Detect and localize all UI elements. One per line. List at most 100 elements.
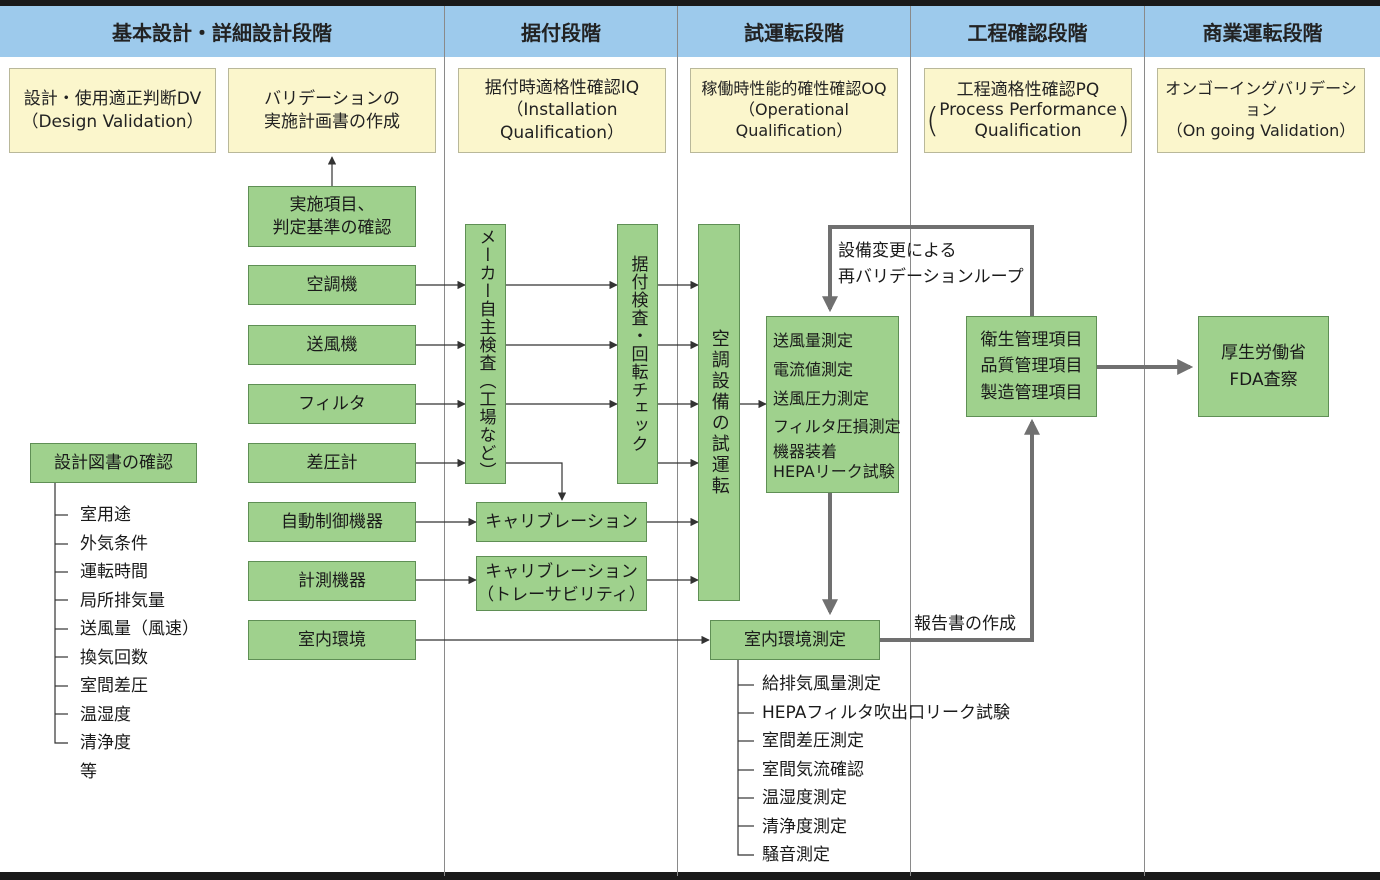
authority-line2: FDA査察 (1229, 369, 1298, 390)
drawing-tree-trunk (54, 483, 68, 744)
install-inspection-label: 据付検査・回転チェック (627, 255, 648, 453)
trial-run-label: 空調設備の試運転 (708, 328, 730, 497)
paren-right-glyph: ) (1116, 100, 1131, 141)
column-divider (1144, 6, 1145, 876)
phase-plan-line2: 実施計画書の作成 (264, 111, 400, 132)
equipment-filter-box: フィルタ (248, 384, 416, 424)
equipment-aircon-box: 空調機 (248, 265, 416, 305)
loop-label-line2: 再バリデーションループ (838, 267, 1024, 288)
paren-left-glyph: ( (925, 100, 940, 141)
list-item: 騒音測定 (762, 845, 830, 865)
measurement-item: HEPAリーク試験 (773, 462, 895, 482)
phase-pq-title: 工程適格性確認PQ (956, 79, 1100, 100)
calibration-traceability-line2: （トレーサビリティ） (477, 584, 646, 605)
list-item: 外気条件 (80, 533, 148, 554)
items-criteria-line1: 実施項目、 (289, 195, 375, 216)
measurement-item: 送風量測定 (773, 330, 854, 350)
phase-ongoing-title: オンゴーイングバリデーション (1165, 79, 1357, 120)
room-measurement-box: 室内環境測定 (710, 620, 880, 660)
measurement-item: 送風圧力測定 (773, 388, 870, 408)
install-inspection-box: 据付検査・回転チェック (617, 224, 658, 484)
maker-inspection-label: メーカー自主検査（工場など） (475, 228, 496, 480)
phase-box-ongoing: オンゴーイングバリデーション （On going Validation） (1157, 68, 1365, 153)
equipment-room-env-box: 室内環境 (248, 620, 416, 660)
calibration-traceability-line1: キャリブレーション (485, 562, 638, 583)
list-item: 室間気流確認 (762, 759, 864, 780)
phase-box-pq: 工程適格性確認PQ ( Process Performance Qualific… (924, 68, 1132, 153)
loop-label-line1: 設備変更による (838, 241, 957, 261)
header-process-check: 工程確認段階 (911, 6, 1144, 57)
equipment-control-box: 自動制御機器 (248, 502, 416, 542)
maker-inspection-box: メーカー自主検査（工場など） (465, 224, 506, 484)
list-item: 室間差圧測定 (762, 731, 864, 751)
list-item: 温湿度 (80, 704, 131, 725)
items-criteria-box: 実施項目、 判定基準の確認 (248, 186, 416, 247)
list-item: 運転時間 (80, 562, 148, 582)
list-item: 清浄度 (80, 733, 131, 753)
arrow-revalidation-loop (822, 225, 1034, 316)
column-divider (910, 6, 911, 876)
drawing-check-list: 室用途 外気条件 運転時間 局所排気量 送風量（風速） 換気回数 室間差圧 温湿… (80, 501, 199, 786)
measurement-item: フィルタ圧損測定 (773, 417, 901, 437)
bottom-border (0, 872, 1380, 880)
phase-iq-subtitle: （Installation Qualification） (499, 100, 625, 143)
equipment-instrument-box: 計測機器 (248, 561, 416, 601)
phase-iq-title: 据付時適格性確認IQ (484, 78, 640, 99)
phase-ongoing-subtitle: （On going Validation） (1166, 120, 1356, 140)
phase-box-iq: 据付時適格性確認IQ （Installation Qualification） (458, 68, 666, 153)
phase-pq-subtitle: Process Performance Qualification (939, 100, 1117, 141)
management-item: 品質管理項目 (980, 356, 1083, 377)
room-measurement-list: 給排気風量測定 HEPAフィルタ吹出口リーク試験 室間差圧測定 室間気流確認 温… (762, 670, 1010, 870)
column-divider (444, 6, 445, 876)
equipment-fan-box: 送風機 (248, 325, 416, 365)
list-item: 換気回数 (80, 647, 148, 668)
drawing-check-box: 設計図書の確認 (30, 443, 197, 483)
trial-run-box: 空調設備の試運転 (698, 224, 740, 601)
authority-line1: 厚生労働省 (1221, 343, 1306, 364)
phase-box-oq: 稼働時性能的確性確認OQ （Operational Qualification） (690, 68, 898, 153)
arrow-gauge-calibration (506, 462, 567, 501)
phase-box-plan: バリデーションの 実施計画書の作成 (228, 68, 436, 153)
phase-pq-subtitle-line2: Qualification (974, 120, 1082, 141)
header-commercial: 商業運転段階 (1145, 6, 1380, 57)
equipment-gauge-box: 差圧計 (248, 443, 416, 483)
list-item: 室用途 (80, 505, 131, 525)
list-item: 送風量（風速） (80, 619, 199, 639)
phase-oq-subtitle: （Operational Qualification） (735, 100, 853, 140)
phase-oq-title: 稼働時性能的確性確認OQ (701, 79, 887, 99)
measurement-item: 電流値測定 (773, 359, 854, 379)
authority-box: 厚生労働省 FDA査察 (1198, 316, 1329, 417)
calibration-box: キャリブレーション (476, 502, 647, 542)
phase-plan-line1: バリデーションの (264, 89, 400, 110)
list-item: 清浄度測定 (762, 816, 847, 837)
management-item: 衛生管理項目 (980, 329, 1083, 350)
calibration-traceability-box: キャリブレーション （トレーサビリティ） (476, 556, 647, 611)
list-item: 局所排気量 (80, 590, 165, 611)
list-item: HEPAフィルタ吹出口リーク試験 (762, 702, 1010, 723)
list-item: 室間差圧 (80, 676, 148, 696)
header-design: 基本設計・詳細設計段階 (0, 6, 444, 57)
list-item: 温湿度測定 (762, 788, 847, 808)
header-test-run: 試運転段階 (678, 6, 910, 57)
column-divider (677, 6, 678, 876)
report-label: 報告書の作成 (914, 614, 1016, 634)
revalidation-loop-label: 設備変更による 再バリデーションループ (838, 238, 1024, 291)
phase-dv-title: 設計・使用適正判断DV (23, 89, 202, 110)
measurement-item: 機器装着 (773, 442, 838, 462)
management-item: 製造管理項目 (980, 382, 1083, 403)
room-tree-trunk (737, 660, 754, 856)
header-install: 据付段階 (445, 6, 677, 57)
arrow-report (880, 418, 1040, 642)
management-items-box: 衛生管理項目 品質管理項目 製造管理項目 (966, 316, 1097, 417)
items-criteria-line2: 判定基準の確認 (272, 217, 392, 238)
phase-dv-subtitle: （Design Validation） (21, 111, 204, 132)
measurements-box: 送風量測定 電流値測定 送風圧力測定 フィルタ圧損測定 機器装着 HEPAリーク… (766, 316, 901, 493)
list-item: 等 (80, 761, 97, 782)
top-border (0, 0, 1380, 6)
phase-pq-subtitle-group: ( Process Performance Qualification ) (926, 100, 1130, 141)
phase-pq-subtitle-line1: Process Performance (939, 100, 1117, 121)
phase-box-dv: 設計・使用適正判断DV （Design Validation） (9, 68, 216, 153)
list-item: 給排気風量測定 (762, 674, 881, 694)
